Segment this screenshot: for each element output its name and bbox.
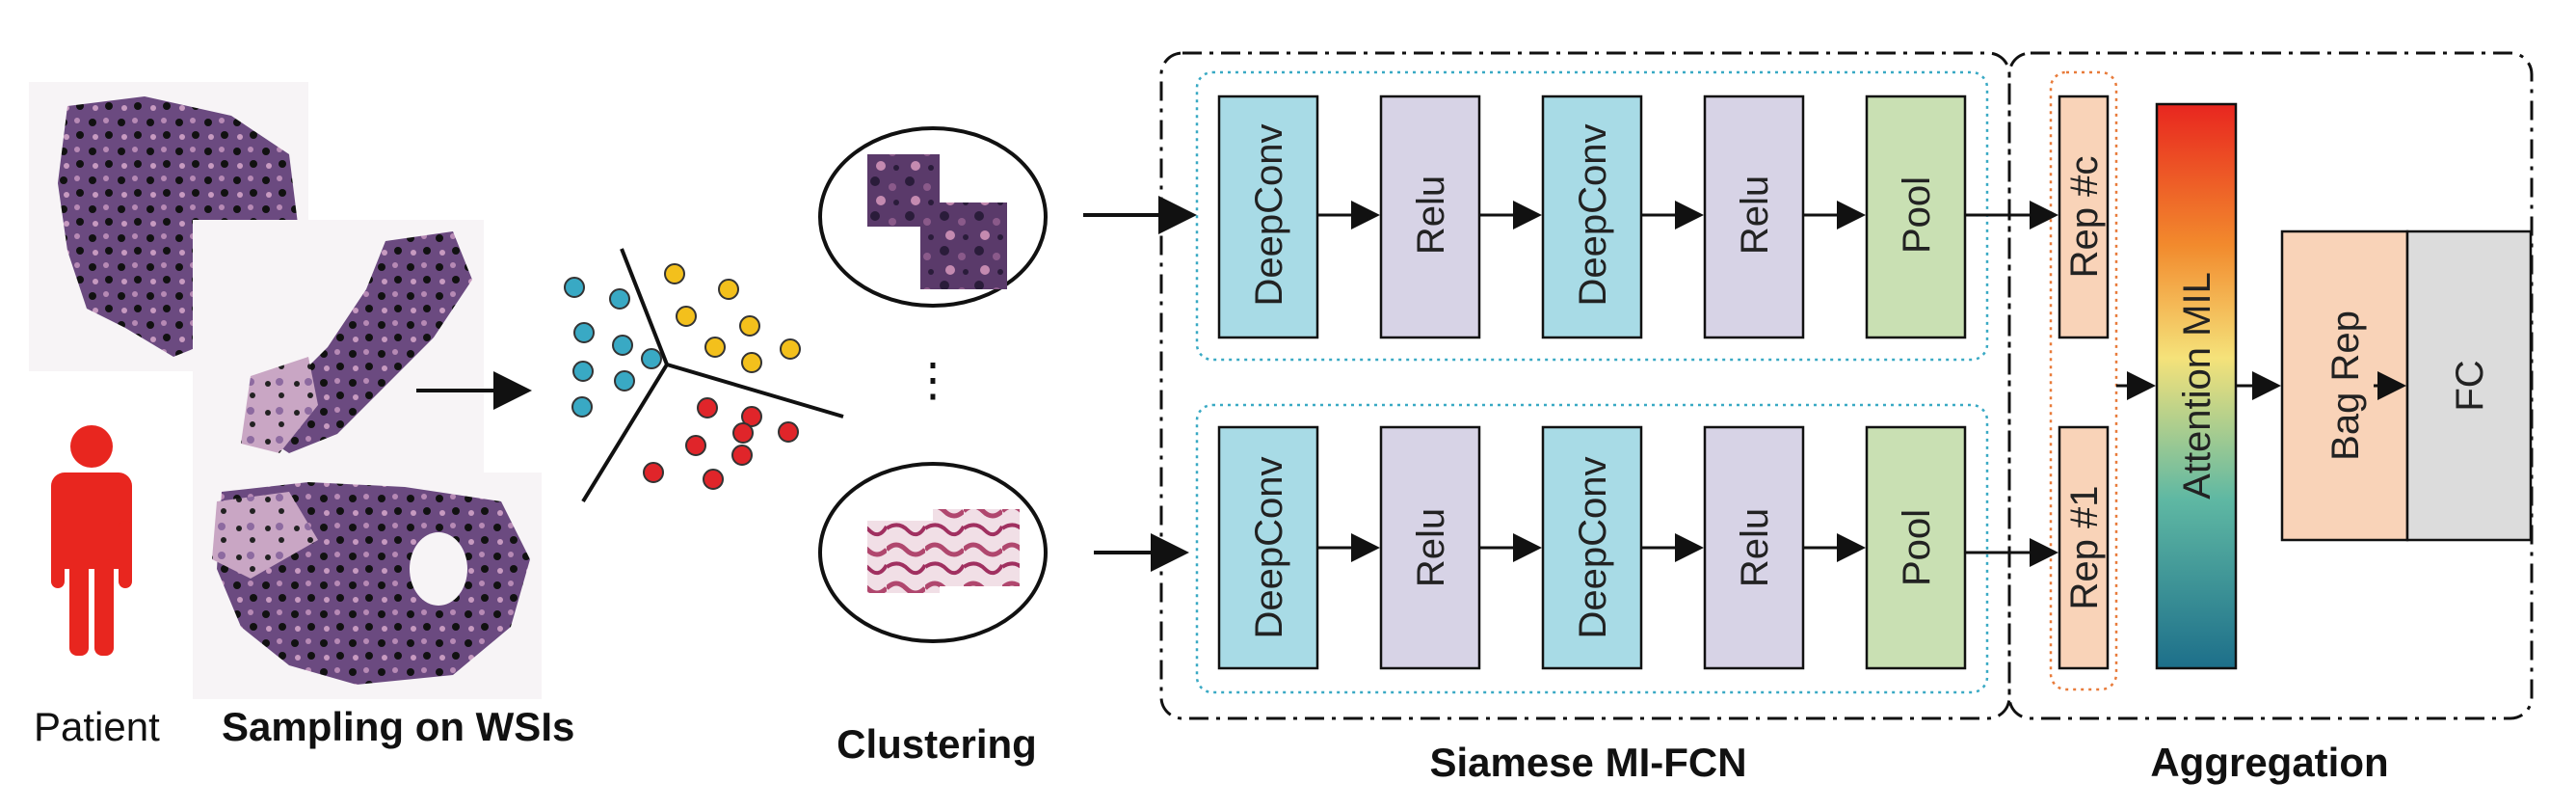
relu-label: Relu <box>1734 508 1776 587</box>
bottom-branch: DeepConv Relu DeepConv Relu Pool <box>1217 425 1967 670</box>
deepconv-label: DeepConv <box>1572 123 1614 306</box>
deepconv-block: DeepConv <box>1217 94 1319 339</box>
cluster-red <box>643 397 799 490</box>
bag-rep-box: Bag Rep <box>2280 230 2409 542</box>
tissue-patch <box>933 509 1020 586</box>
rep-top-box: Rep #c <box>2058 94 2110 339</box>
relu-block: Relu <box>1379 94 1481 339</box>
siamese-label: Siamese MI-FCN <box>1429 740 1746 785</box>
top-branch: DeepConv Relu DeepConv Relu Pool <box>1217 94 1967 339</box>
pool-label: Pool <box>1896 509 1938 586</box>
pool-label: Pool <box>1896 176 1938 254</box>
cluster-yellow <box>664 263 801 373</box>
deepconv-label: DeepConv <box>1248 456 1290 638</box>
relu-block: Relu <box>1703 94 1805 339</box>
relu-label: Relu <box>1410 508 1452 587</box>
relu-block: Relu <box>1703 425 1805 670</box>
ellipsis: ⋮ <box>910 355 956 406</box>
rep-group-frame <box>2049 70 2118 691</box>
rep-bottom-box: Rep #1 <box>2058 425 2110 670</box>
siamese-frame <box>1159 51 2011 720</box>
cluster-blue <box>564 277 662 418</box>
relu-label: Relu <box>1410 176 1452 255</box>
rep-bottom-label: Rep #1 <box>2063 486 2106 610</box>
deepconv-label: DeepConv <box>1572 456 1614 638</box>
deepconv-block: DeepConv <box>1541 94 1643 339</box>
wsi-thumbnails <box>29 82 542 699</box>
wsi-tissue <box>212 492 318 579</box>
rep-top-label: Rep #c <box>2063 156 2106 279</box>
pool-block: Pool <box>1865 94 1967 339</box>
tissue-patch <box>920 202 1007 289</box>
pool-block: Pool <box>1865 425 1967 670</box>
cluster-scatter <box>564 248 844 503</box>
aggregation-label: Aggregation <box>2150 740 2388 785</box>
relu-label: Relu <box>1734 176 1776 255</box>
sampling-label: Sampling on WSIs <box>222 704 574 749</box>
patient-label: Patient <box>34 704 160 749</box>
attention-mil-label: Attention MIL <box>2176 272 2218 500</box>
wsi-tissue <box>241 357 318 453</box>
clustering-label: Clustering <box>837 721 1037 767</box>
wsi-hole <box>410 532 467 606</box>
bag-rep-label: Bag Rep <box>2324 310 2367 461</box>
patient-icon <box>51 425 132 656</box>
tissue-patch <box>867 521 940 593</box>
attention-mil-box: Attention MIL <box>2155 102 2238 670</box>
deepconv-block: DeepConv <box>1541 425 1643 670</box>
fc-box: FC <box>2405 230 2533 542</box>
bottom-branch-frame <box>1195 403 1989 694</box>
relu-block: Relu <box>1379 425 1481 670</box>
deepconv-block: DeepConv <box>1217 425 1319 670</box>
fc-label: FC <box>2449 360 2491 411</box>
deepconv-label: DeepConv <box>1248 123 1290 306</box>
